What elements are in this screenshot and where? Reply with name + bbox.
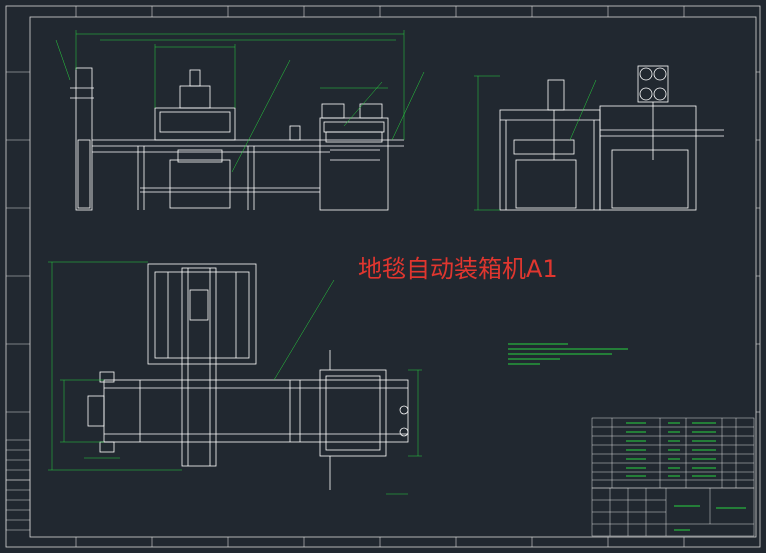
parts-list-entries: [626, 422, 716, 477]
left-revision-block: [5, 439, 31, 531]
title-block-marks: [674, 505, 746, 531]
plan-view-dimensions: [48, 261, 422, 495]
front-view: [70, 67, 404, 211]
parts-list-table: [591, 417, 755, 489]
side-view: [499, 65, 724, 211]
sheet-frame: [5, 5, 761, 548]
title-block: [591, 487, 755, 537]
drawing-title: 地毯自动装箱机A1: [358, 255, 558, 283]
plan-view: [87, 263, 409, 490]
side-view-dimensions: [474, 75, 597, 211]
front-view-dimensions: [55, 30, 425, 173]
technical-notes: [508, 343, 628, 365]
